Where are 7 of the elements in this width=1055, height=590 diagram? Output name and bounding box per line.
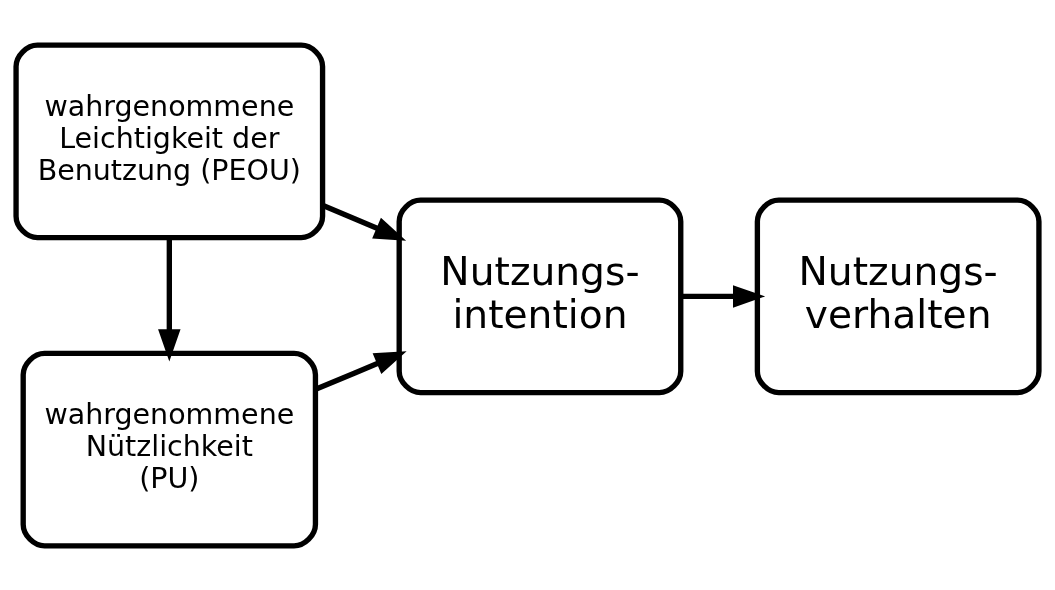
node-box: Nutzungs- verhalten [754,197,1042,395]
node-box: wahrgenommene Nützlichkeit (PU) [20,350,319,549]
arrow [680,284,766,308]
node-box: Nutzungs- intention [396,197,684,395]
arrow [158,237,181,361]
node-box: wahrgenommene Leichtigkeit der Benutzung (PEOU) [13,41,326,240]
arrow [322,202,407,241]
